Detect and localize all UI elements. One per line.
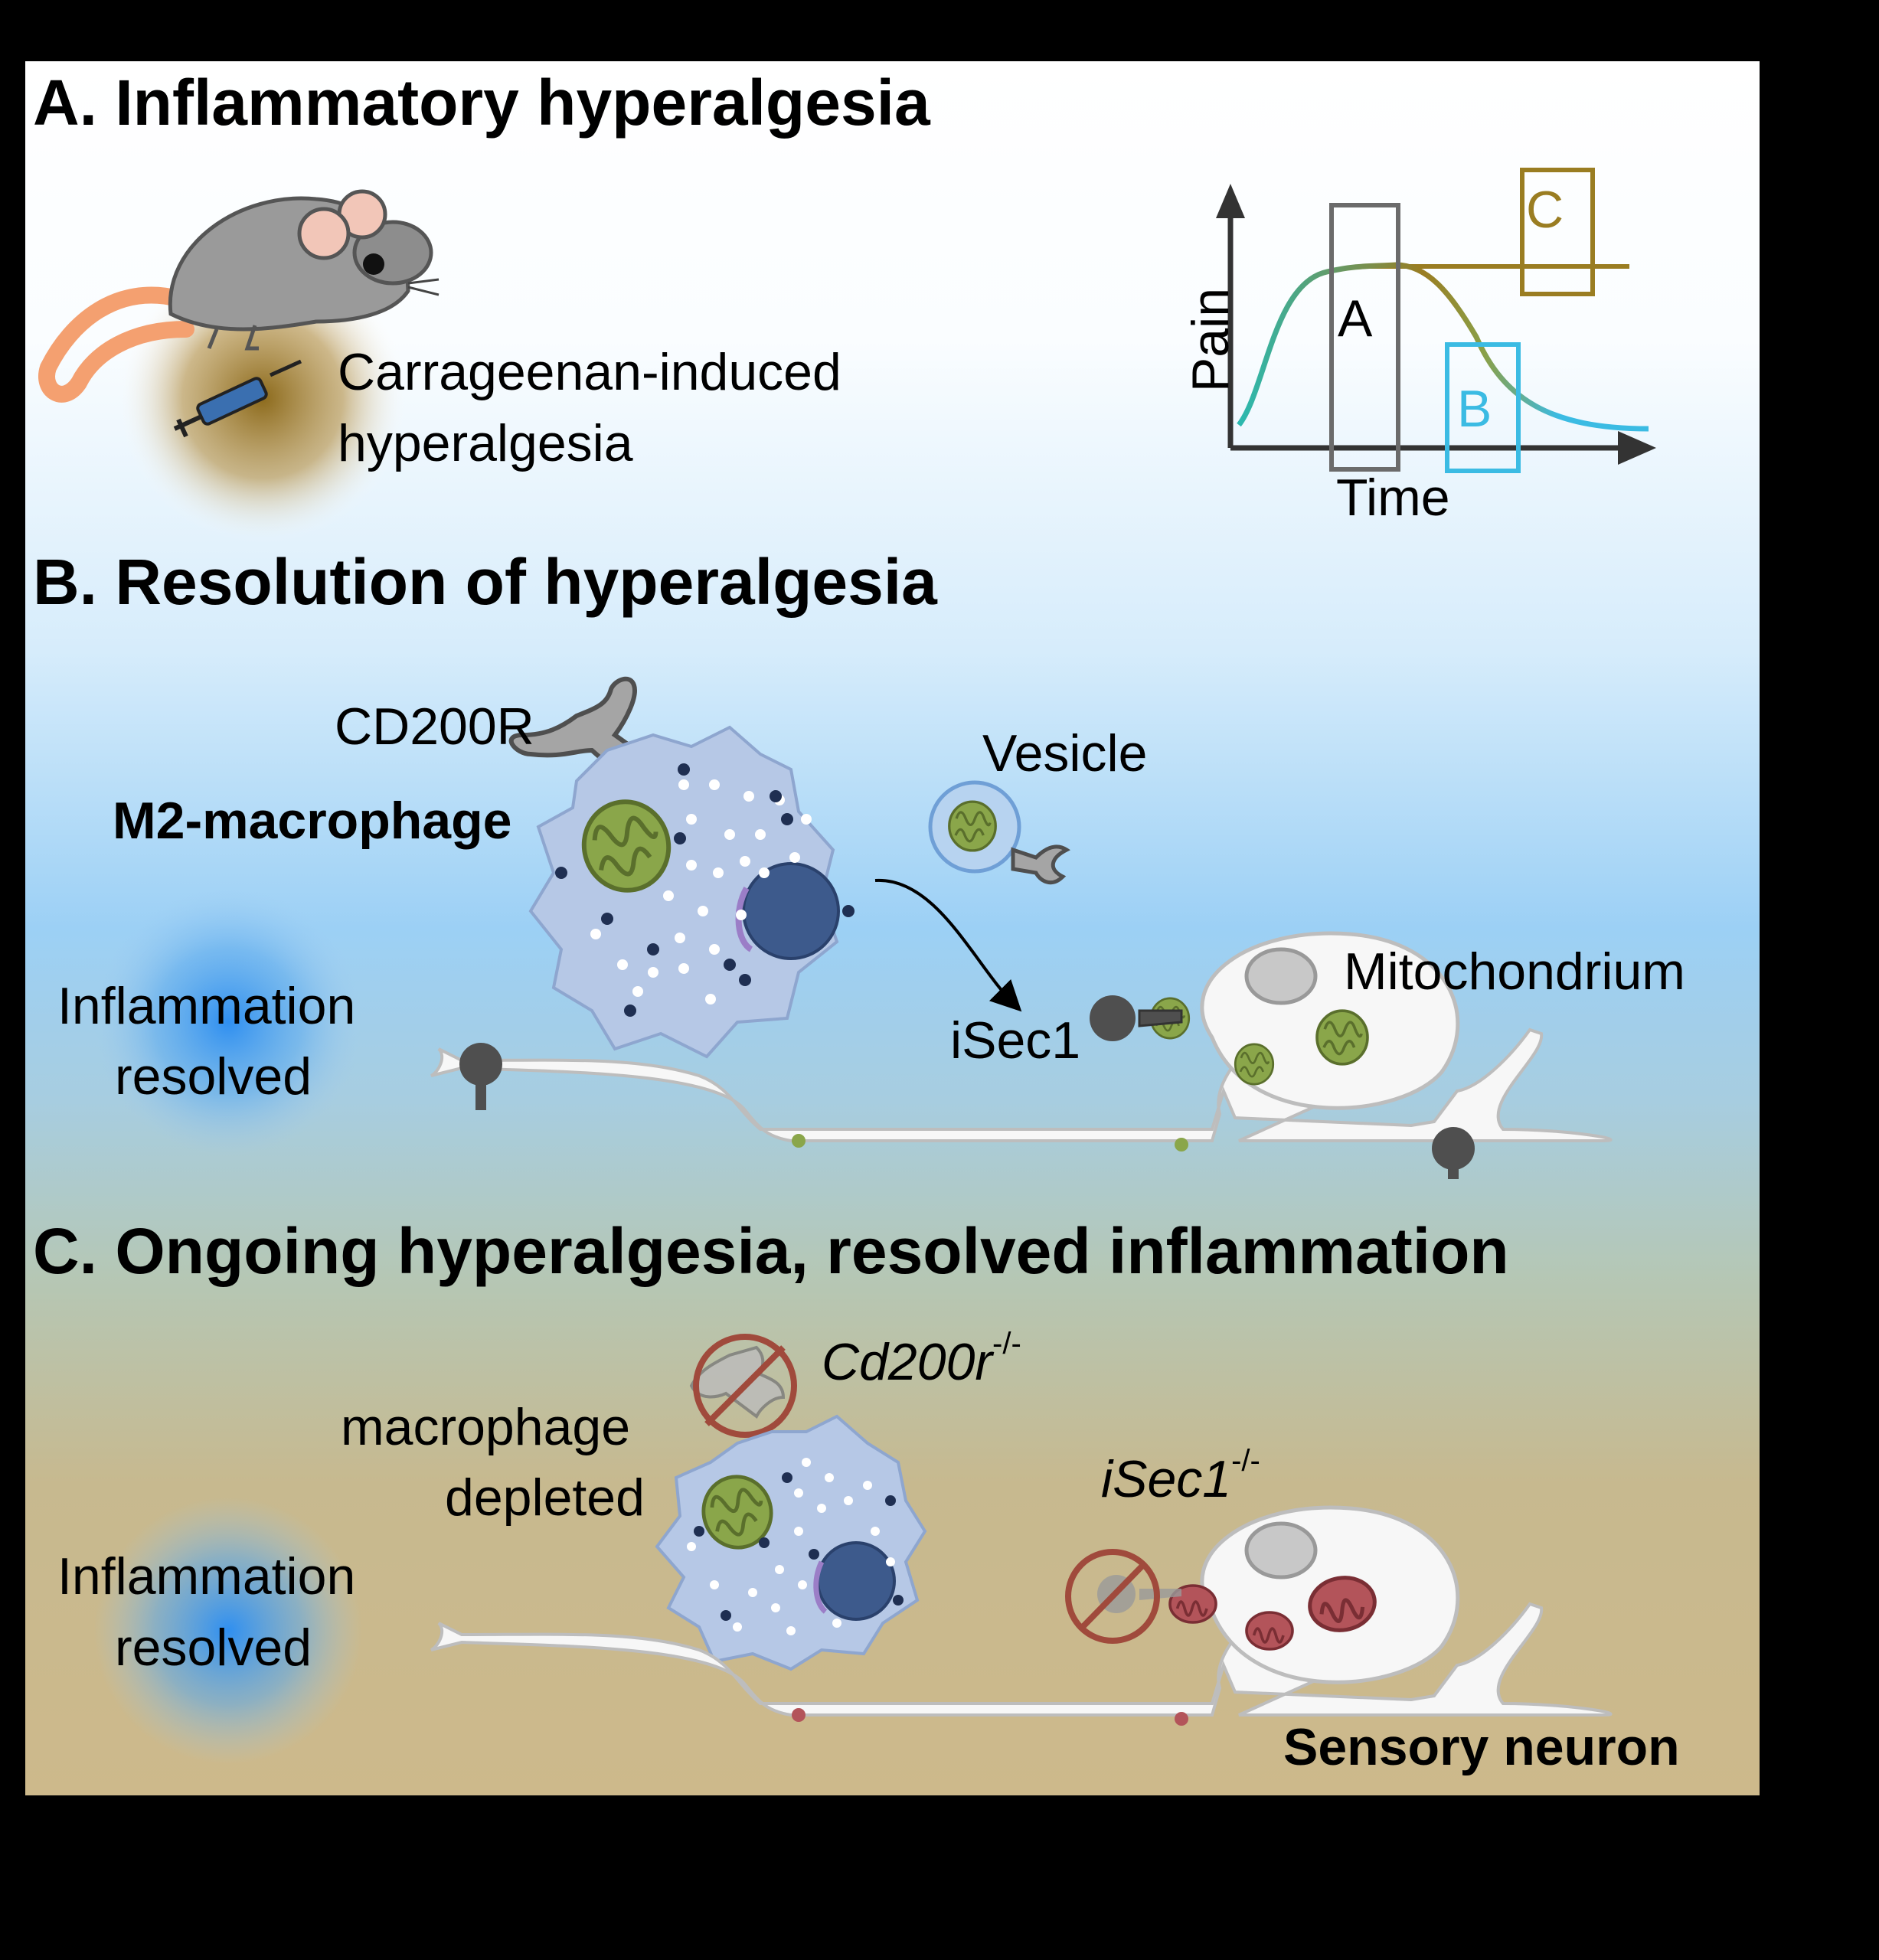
m2-macrophage-cell: [528, 725, 840, 1059]
m2-macrophage-label: M2-macrophage: [113, 792, 512, 850]
panel-c-title: C. Ongoing hyperalgesia, resolved inflam…: [33, 1215, 1509, 1287]
panel-a-title: A. Inflammatory hyperalgesia: [33, 67, 930, 139]
depleted-macrophage-granules: [687, 1458, 895, 1635]
graph-box-a: [1329, 203, 1400, 472]
isec1-knockout-gene: iSec1: [1101, 1450, 1232, 1508]
mitochondrium-label: Mitochondrium: [1344, 942, 1685, 1001]
illustration-layer: [38, 168, 1656, 1765]
isec1-label: iSec1: [950, 1011, 1081, 1070]
mouse-icon: [38, 189, 440, 403]
cd200r-knockout-sup: -/-: [992, 1327, 1021, 1361]
pain-curve: [1237, 262, 1649, 432]
cd200r-label: CD200R: [335, 697, 534, 756]
graph-box-c-label: C: [1526, 181, 1564, 239]
macrophage-depleted-line2: depleted: [445, 1468, 645, 1527]
macrophage-dark-granules: [555, 763, 855, 1017]
panel-b-title: B. Resolution of hyperalgesia: [33, 546, 937, 618]
inflammation-c-line2: resolved: [115, 1619, 312, 1677]
sensory-neuron-b: [430, 931, 1613, 1152]
cd200r-knockout-gene: Cd200r: [822, 1333, 993, 1391]
isec1-receptor-icon: [1090, 995, 1183, 1041]
graph-box-b: [1445, 342, 1521, 473]
figure-panel: A. Inflammatory hyperalgesia Carrageenan…: [25, 61, 1760, 1795]
vesicle-icon: [928, 780, 1070, 885]
mouse-caption-line1: Carrageenan-induced: [338, 343, 841, 401]
isec1-prohibited-icon: [1065, 1549, 1181, 1644]
graph-box-c: [1520, 168, 1595, 296]
inflammation-glow-c: [94, 1497, 362, 1765]
pain-time-graph: [1216, 168, 1656, 473]
graph-xlabel: Time: [1336, 469, 1450, 527]
depleted-macrophage-cell: [655, 1414, 927, 1671]
inflammation-b-line1: Inflammation: [57, 977, 356, 1035]
x-axis-arrow: [1618, 431, 1656, 465]
graph-ylabel: Pain: [1181, 287, 1240, 393]
graph-box-b-label: B: [1457, 380, 1492, 438]
cd200r-knockout-label: Cd200r-/-: [822, 1328, 1021, 1388]
sensory-neuron-label: Sensory neuron: [1283, 1718, 1680, 1776]
cd200r-prohibited-icon: [689, 1334, 797, 1438]
sensory-neuron-c: [430, 1505, 1613, 1726]
macrophage-granules: [590, 779, 812, 1004]
depleted-macrophage-dark-granules: [694, 1472, 904, 1621]
release-arrow: [874, 878, 1022, 1012]
y-axis-arrow: [1216, 184, 1245, 218]
isec1-knockout-sup: -/-: [1231, 1444, 1260, 1478]
neuron-receptor-knob-1: [459, 1043, 502, 1110]
isec1-knockout-label: iSec1-/-: [1101, 1446, 1260, 1505]
inflammation-b-line2: resolved: [115, 1047, 312, 1106]
graph-box-a-label: A: [1338, 289, 1373, 348]
neuron-receptor-knob-2: [1432, 1127, 1475, 1179]
inflammation-glow-b: [94, 888, 362, 1156]
macrophage-depleted-line1: macrophage: [341, 1398, 631, 1456]
inflammation-c-line1: Inflammation: [57, 1547, 356, 1606]
mouse-caption-line2: hyperalgesia: [338, 414, 633, 472]
vesicle-label: Vesicle: [982, 724, 1148, 782]
syringe-icon: [173, 359, 302, 438]
